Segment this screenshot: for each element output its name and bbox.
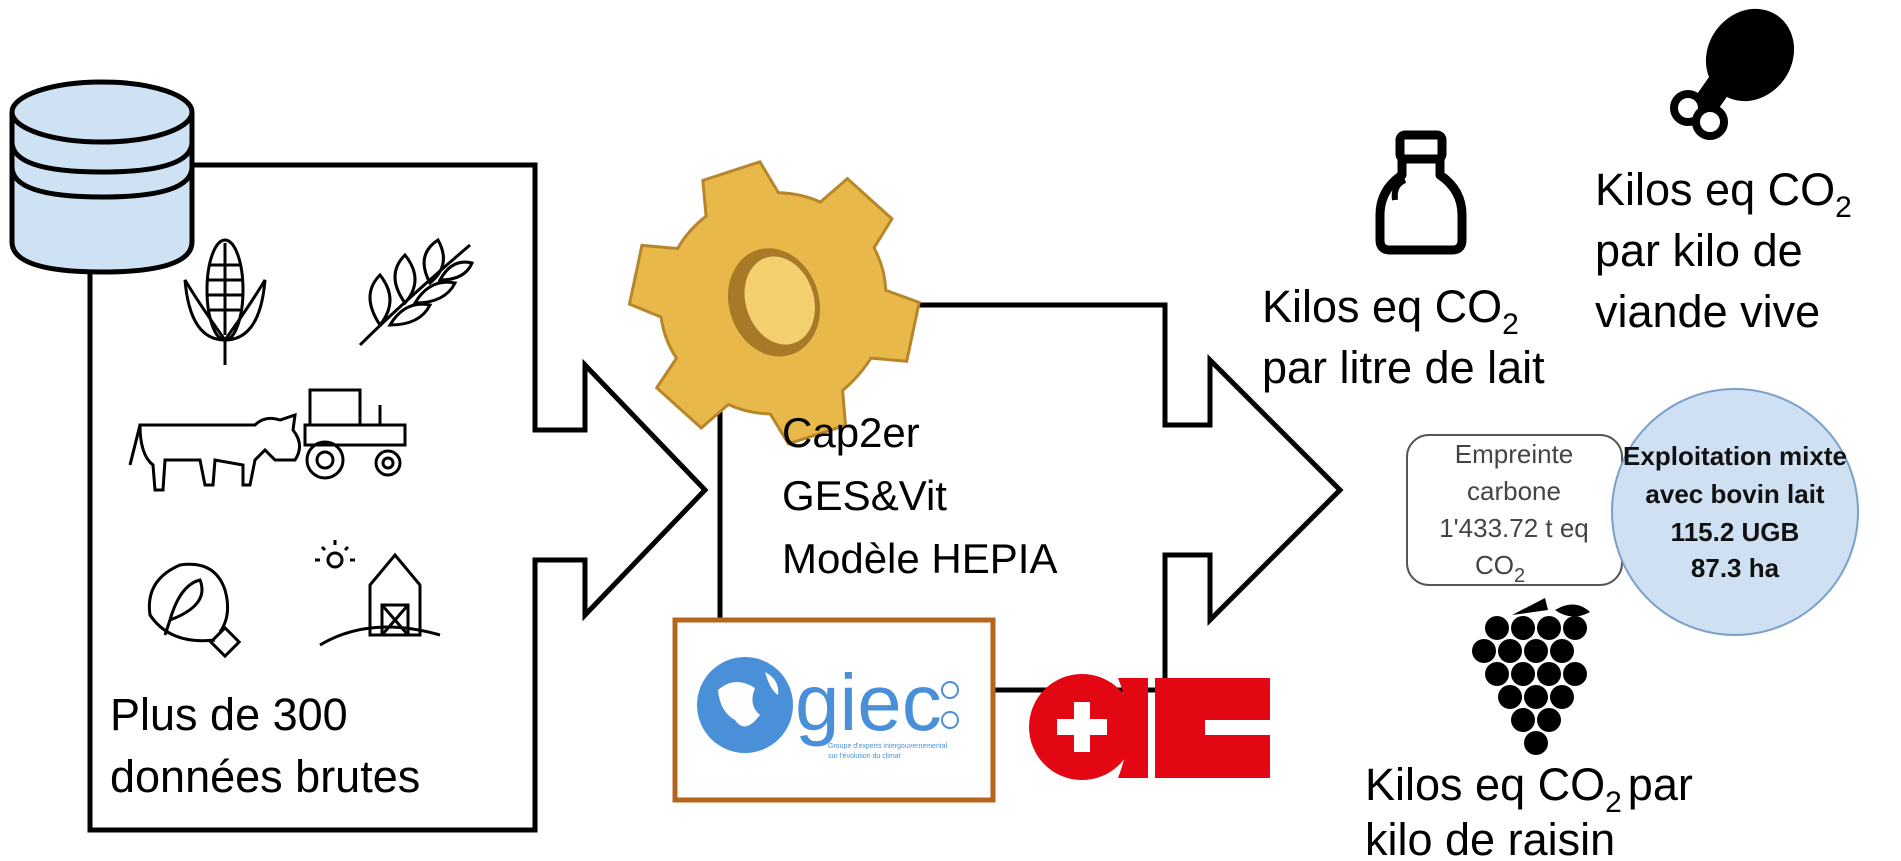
grape-output-line2: kilo de raisin bbox=[1365, 814, 1615, 861]
cow-icon bbox=[128, 412, 301, 492]
grapes-icon bbox=[1472, 598, 1590, 755]
input-label-line2: données brutes bbox=[110, 751, 420, 802]
meat-output-line1: Kilos eq CO2 bbox=[1595, 164, 1852, 224]
gear-icon bbox=[627, 160, 921, 446]
model-hepia: Modèle HEPIA bbox=[782, 535, 1057, 582]
milk-bottle-icon bbox=[1375, 130, 1467, 255]
farm-line4: 87.3 ha bbox=[1691, 553, 1780, 583]
model-cap2er: Cap2er bbox=[782, 409, 920, 456]
wheat-icon bbox=[358, 237, 475, 347]
meat-output-line2: par kilo de bbox=[1595, 225, 1803, 276]
renewable-energy-icon bbox=[147, 562, 242, 659]
giec-tagline-1: Groupe d'experts intergouvernemental bbox=[828, 743, 948, 750]
farm-summary-circle: Exploitation mixte avec bovin lait 115.2… bbox=[1611, 388, 1859, 636]
giec-wordmark: giec bbox=[795, 658, 942, 747]
oic-logo bbox=[1029, 674, 1270, 780]
footprint-line2: carbone bbox=[1467, 476, 1561, 506]
input-label-line1: Plus de 300 bbox=[110, 689, 348, 740]
giec-logo: giec Groupe d'experts intergouvernementa… bbox=[672, 617, 996, 803]
farm-line3: 115.2 UGB bbox=[1671, 517, 1800, 547]
drumstick-icon bbox=[1670, 8, 1795, 140]
database-icon bbox=[9, 79, 195, 275]
tractor-icon bbox=[303, 388, 407, 480]
footprint-box: Empreinte carbone 1'433.72 t eq CO2 bbox=[1406, 434, 1623, 587]
milk-output-line1: Kilos eq CO2 bbox=[1262, 281, 1519, 341]
barn-icon bbox=[315, 540, 441, 647]
footprint-line3: 1'433.72 t eq bbox=[1439, 513, 1589, 543]
milk-output-line2: par litre de lait bbox=[1262, 342, 1545, 393]
footprint-co2: CO2 bbox=[1475, 550, 1525, 587]
farm-line2: avec bovin lait bbox=[1645, 479, 1825, 509]
meat-output-line3: viande vive bbox=[1595, 286, 1820, 337]
corn-icon bbox=[183, 238, 267, 365]
input-arrow bbox=[87, 162, 709, 833]
model-gesvit: GES&Vit bbox=[782, 472, 947, 519]
giec-tagline-2: sur l'évolution du climat bbox=[828, 753, 901, 760]
farm-line1: Exploitation mixte bbox=[1623, 441, 1847, 471]
footprint-line1: Empreinte bbox=[1455, 439, 1574, 469]
